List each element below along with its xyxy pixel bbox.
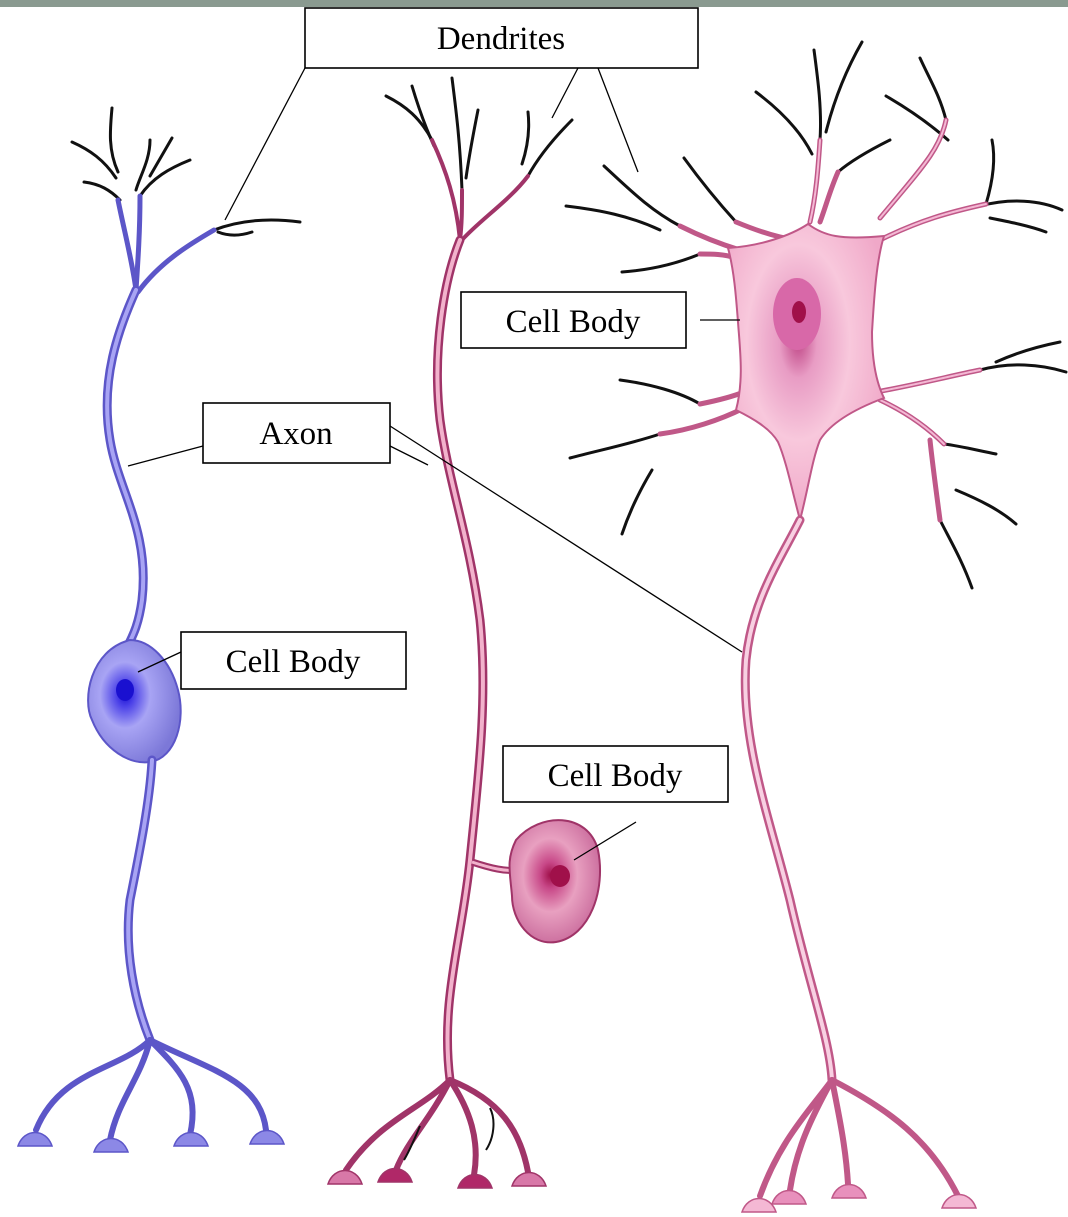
bipolar-dendrite-tips	[72, 108, 300, 235]
leader-lines	[128, 68, 742, 860]
multipolar-neuron	[566, 42, 1066, 1212]
svg-text:Cell Body: Cell Body	[548, 758, 683, 794]
label-cell-body-left: Cell Body	[181, 632, 406, 689]
label-cell-body-middle: Cell Body	[503, 746, 728, 802]
svg-text:Dendrites: Dendrites	[437, 21, 565, 57]
multipolar-cell-body	[728, 224, 884, 520]
svg-text:Cell Body: Cell Body	[226, 644, 361, 680]
multipolar-nucleus	[792, 301, 806, 323]
label-cell-body-top-right: Cell Body	[461, 292, 686, 348]
svg-text:Cell Body: Cell Body	[506, 304, 641, 340]
bipolar-neuron	[18, 108, 300, 1152]
label-axon: Axon	[203, 403, 390, 463]
label-dendrites: Dendrites	[305, 8, 698, 68]
bipolar-nucleus	[116, 679, 134, 701]
unipolar-nucleus	[550, 865, 570, 887]
svg-text:Axon: Axon	[259, 416, 332, 452]
